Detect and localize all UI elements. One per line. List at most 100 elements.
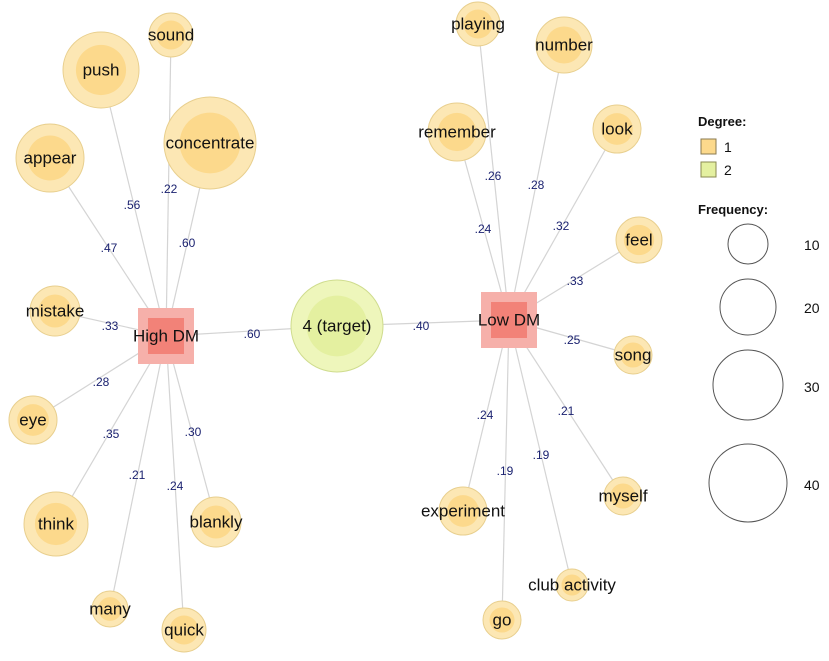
edge-low-myself [508,319,624,497]
node-song: song [613,335,653,375]
node-sound-label: sound [148,26,194,45]
node-many-label: many [89,600,131,619]
edge-low-experiment [462,319,510,512]
node-appear-core [27,135,73,181]
legend-frequency-title: Frequency: [698,202,768,217]
node-eye-core [17,404,49,436]
edge-low-go [501,319,510,621]
node-myself-label: myself [598,487,647,506]
node-target-label: 4 (target) [303,317,372,336]
node-appear: appear [15,123,85,193]
legend-frequency-20-label: 20 [804,300,820,316]
edge-weight-concentrate: .60 [179,236,196,250]
node-look-core [601,113,633,145]
legend-frequency-20-circle [719,278,777,336]
legend-degree-1-label: 1 [724,139,732,155]
edge-high-think [55,335,167,525]
nodes-layer: sound push concentrate appear mistake eye thin… [8,1,663,653]
legend-degree-1-swatch [700,138,717,155]
legend-frequency-30-label: 30 [804,379,820,395]
edge-weight-myself: .21 [558,404,575,418]
node-blankly-core [199,505,233,539]
edge-weight-many: .21 [129,468,146,482]
edge-labels-layer: .56.22.60.47.33.28.35.21.24.30.60.40.26.… [93,169,584,493]
edge-weight-go: .19 [497,464,514,478]
node-eye-label: eye [19,411,46,430]
edge-high-quick [165,335,185,631]
edge-weight-eye: .28 [93,375,110,389]
node-many: many [89,590,131,628]
edge-weight-low: .40 [413,319,430,333]
edge-weight-number: .28 [528,178,545,192]
edge-weight-playing: .26 [485,169,502,183]
edge-weight-appear: .47 [101,241,118,255]
edge-weight-remember: .24 [475,222,492,236]
edge-weight-think: .35 [103,427,120,441]
node-blankly-label: blankly [190,513,243,532]
legend-degree-2-label: 2 [724,162,732,178]
node-concentrate-label: concentrate [166,134,255,153]
node-myself-core [610,483,636,509]
node-target: 4 (target) [290,279,384,373]
node-push-core [75,44,127,96]
node-remember-core [437,112,477,152]
node-concentrate-core [179,112,241,174]
node-think: think [23,491,89,557]
edge-low-club [508,319,573,586]
node-number: number [535,16,593,74]
hub-low: Low DM [478,292,540,348]
node-appear-label: appear [24,149,77,168]
node-sound: sound [148,12,194,58]
node-playing-core [463,9,493,39]
node-remember: remember [418,102,496,162]
legend-frequency-40-circle [708,443,788,523]
node-song-label: song [615,346,652,365]
edge-weight-feel: .33 [567,274,584,288]
edge-weight-blankly: .30 [185,425,202,439]
hub-low-inner [491,302,527,338]
node-song-core [620,342,646,368]
node-club-core [561,574,583,596]
edge-low-remember [456,131,510,321]
edge-low-playing [477,23,510,321]
node-eye: eye [8,395,58,445]
node-look: look [592,104,642,154]
node-push-label: push [83,61,120,80]
edge-high-push [100,69,167,337]
node-many-core [98,597,122,621]
legend-degree-2-swatch [700,161,717,178]
node-quick-label: quick [164,621,204,640]
edge-weight-quick: .24 [167,479,184,493]
legend: Degree: 1 2 Frequency: 10 20 30 40 [698,114,820,523]
edge-weight-look: .32 [553,219,570,233]
legend-frequency-10-circle [727,223,769,265]
node-go: go [482,600,522,640]
edge-weight-push: .56 [124,198,141,212]
node-go-label: go [493,611,512,630]
node-look-label: look [601,120,633,139]
node-target-core [306,295,368,357]
node-concentrate: concentrate [163,96,257,190]
node-experiment: experiment [421,486,505,536]
edge-weight-experiment: .24 [477,408,494,422]
node-playing: playing [451,1,505,47]
node-number-core [545,26,583,64]
edge-weight-song: .25 [564,333,581,347]
hub-low-label: Low DM [478,311,540,330]
node-club-label: club activity [528,576,616,595]
node-mistake-core [38,294,72,328]
node-experiment-core [447,495,479,527]
hub-high-inner [148,318,184,354]
node-quick: quick [161,607,207,653]
legend-degree-title: Degree: [698,114,746,129]
legend-frequency-10-label: 10 [804,237,820,253]
edge-low-number [508,44,565,321]
node-playing-label: playing [451,15,505,34]
node-mistake: mistake [26,285,84,337]
legend-frequency-30-circle [712,349,784,421]
hub-high-label: High DM [133,327,199,346]
edge-high-appear [49,157,167,337]
hub-high: High DM [133,308,199,364]
